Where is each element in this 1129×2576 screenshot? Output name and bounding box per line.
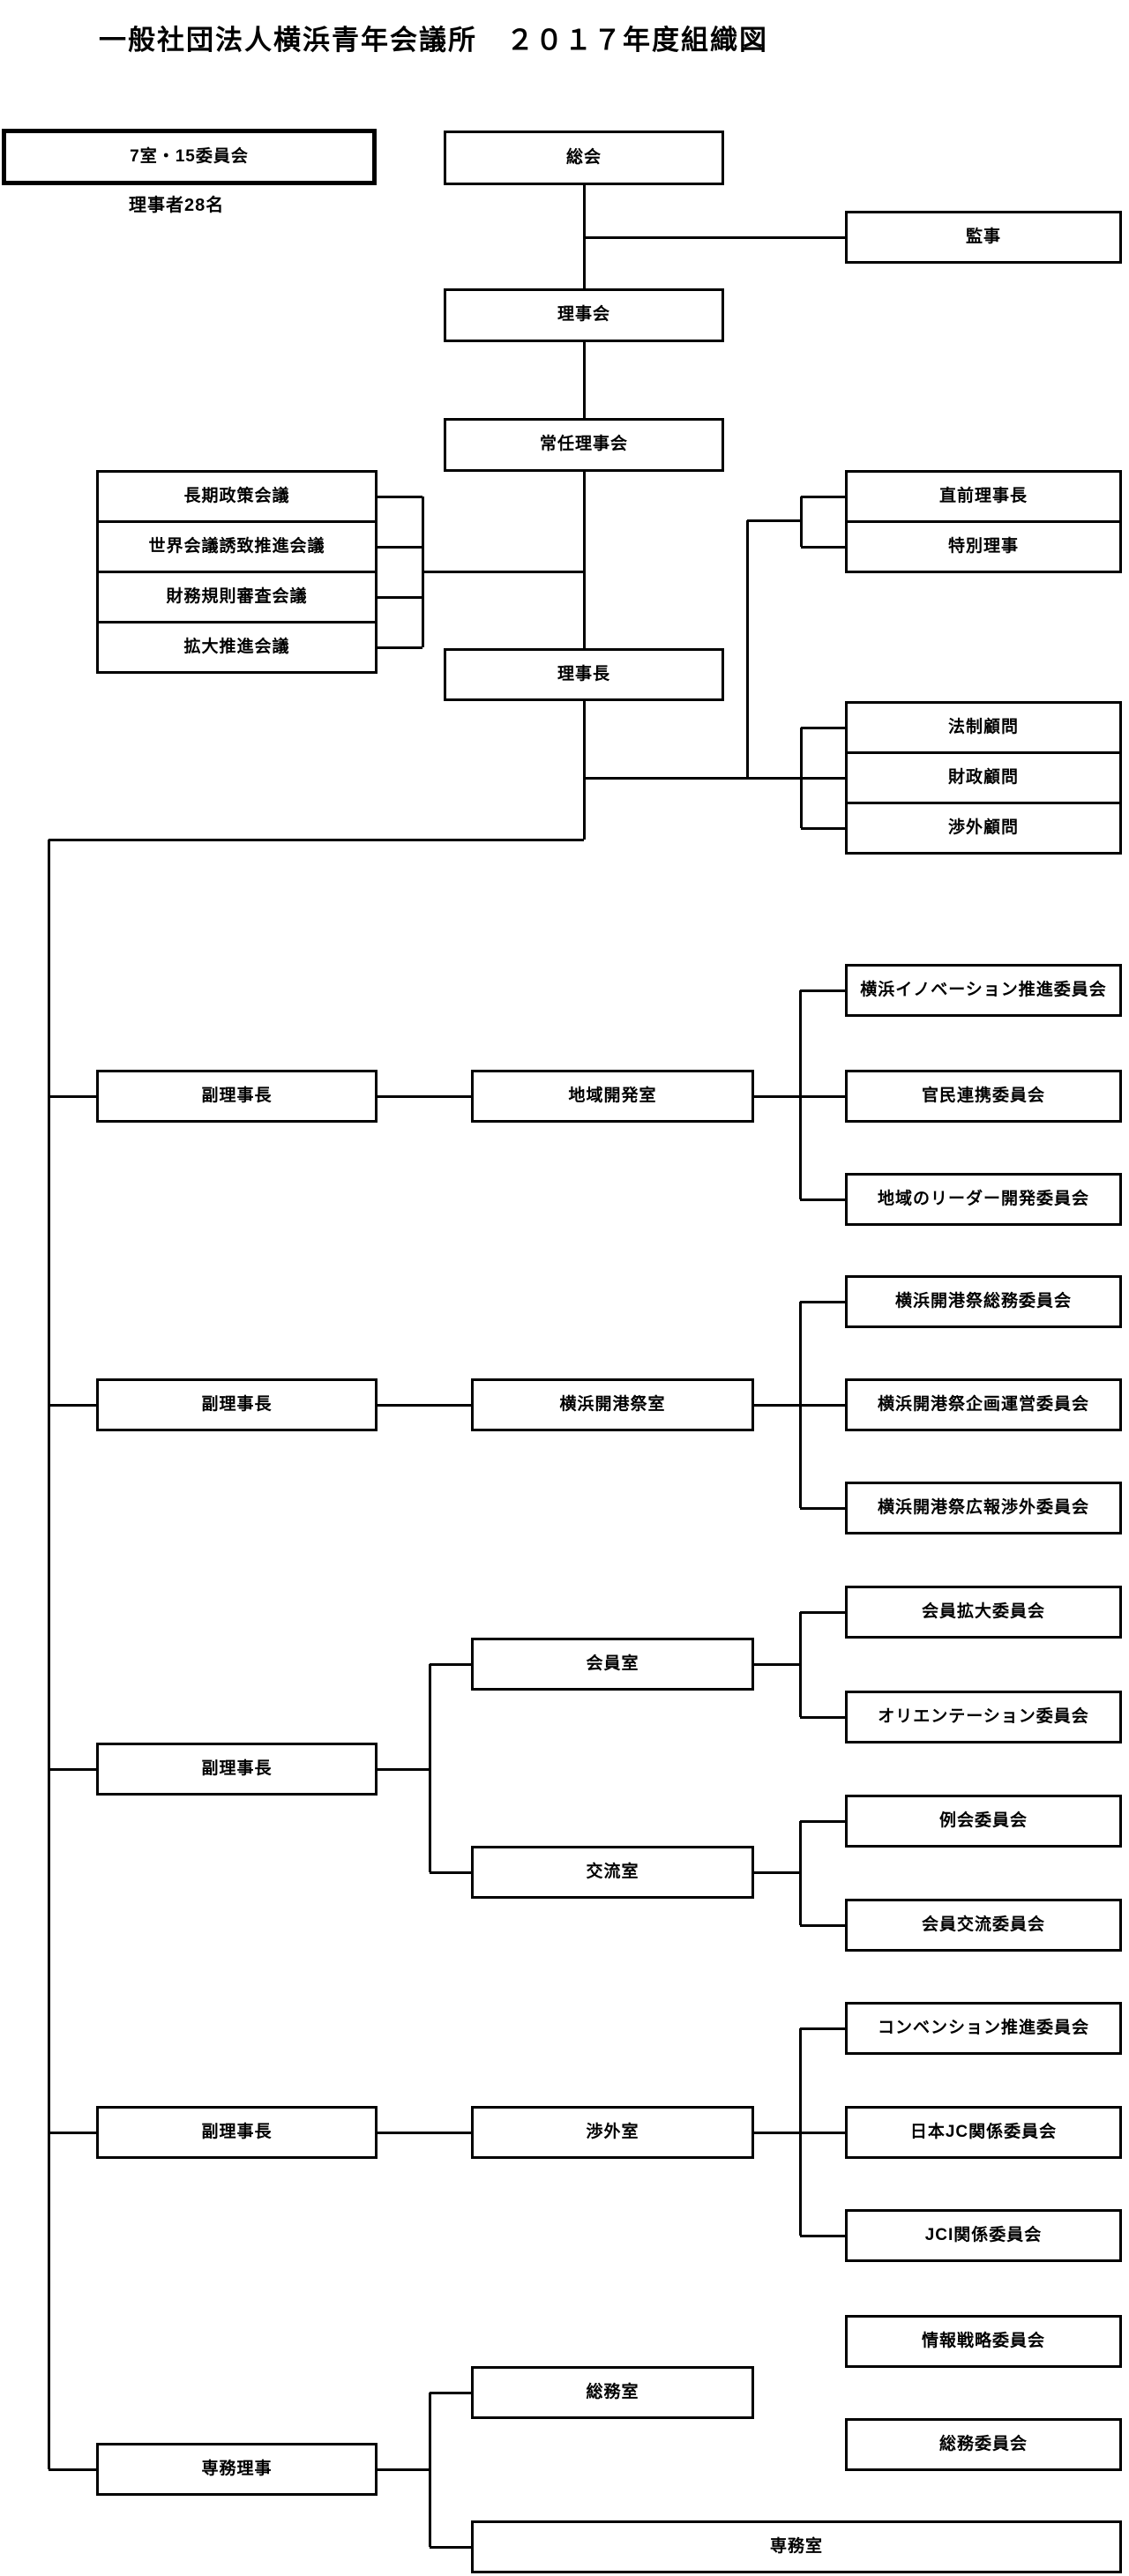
- org-box-japan-jc-cmte: 日本JC関係委員会: [845, 2106, 1122, 2159]
- connector-line: [430, 2546, 471, 2549]
- connector-line: [800, 497, 803, 547]
- connector-line: [378, 1768, 430, 1771]
- connector-line: [799, 1612, 802, 1717]
- connector-line: [800, 989, 845, 992]
- connector-line: [49, 1404, 96, 1407]
- connector-line: [801, 496, 845, 498]
- connector-line: [430, 1871, 471, 1874]
- connector-line: [378, 2468, 430, 2471]
- connector-line: [800, 1301, 845, 1303]
- connector-line: [422, 571, 584, 573]
- connector-line: [754, 1663, 800, 1666]
- connector-line: [49, 1095, 96, 1098]
- org-box-yokohama-innovation-cmte: 横浜イノベーション推進委員会: [845, 964, 1122, 1017]
- connector-line: [49, 1768, 96, 1771]
- connector-line: [800, 2027, 845, 2030]
- connector-line: [378, 596, 422, 599]
- org-box-executive-office: 専務室: [471, 2520, 1122, 2573]
- org-box-port-festival-general-cmte: 横浜開港祭総務委員会: [845, 1275, 1122, 1328]
- connector-line: [584, 777, 845, 780]
- connector-line: [800, 1611, 845, 1614]
- org-box-board-of-directors: 理事会: [444, 288, 724, 342]
- connector-line: [799, 2028, 802, 2236]
- org-box-legend-box: 7室・15委員会: [2, 129, 377, 185]
- org-box-vice-president-4: 副理事長: [96, 2106, 378, 2159]
- connector-line: [800, 1716, 845, 1719]
- org-box-world-conference-council: 世界会議誘致推進会議: [96, 520, 378, 573]
- org-box-immediate-past-president: 直前理事長: [845, 470, 1122, 523]
- connector-line: [584, 236, 845, 239]
- org-box-vice-president-2: 副理事長: [96, 1378, 378, 1431]
- connector-line: [754, 1871, 800, 1874]
- org-box-member-exchange-cmte: 会員交流委員会: [845, 1899, 1122, 1952]
- connector-line: [799, 990, 802, 1199]
- connector-line: [378, 546, 422, 549]
- org-box-exchange-office: 交流室: [471, 1846, 754, 1899]
- org-box-port-festival-office: 横浜開港祭室: [471, 1378, 754, 1431]
- legend-caption: 理事者28名: [129, 196, 225, 215]
- connector-line: [746, 520, 749, 778]
- connector-line: [378, 1404, 471, 1407]
- connector-line: [801, 727, 845, 729]
- connector-line: [800, 2235, 845, 2237]
- connector-line: [49, 839, 584, 841]
- connector-line: [800, 728, 803, 828]
- connector-line: [747, 519, 801, 522]
- connector-line: [49, 2468, 96, 2471]
- org-box-external-advisor: 渉外顧問: [845, 802, 1122, 855]
- org-box-port-festival-planning-cmte: 横浜開港祭企画運営委員会: [845, 1378, 1122, 1431]
- page-title: 一般社団法人横浜青年会議所 ２０１７年度組織図: [99, 25, 768, 56]
- connector-line: [583, 472, 586, 648]
- org-box-convention-cmte: コンベンション推進委員会: [845, 2002, 1122, 2055]
- connector-line: [800, 1924, 845, 1927]
- connector-line: [378, 496, 422, 498]
- org-box-member-expansion-cmte: 会員拡大委員会: [845, 1586, 1122, 1639]
- connector-line: [48, 840, 50, 2469]
- connector-line: [800, 1198, 845, 1201]
- org-box-special-director: 特別理事: [845, 520, 1122, 573]
- org-box-regular-meeting-cmte: 例会委員会: [845, 1795, 1122, 1848]
- org-box-membership-office: 会員室: [471, 1638, 754, 1691]
- org-box-jci-cmte: JCI関係委員会: [845, 2209, 1122, 2262]
- org-box-general-meeting: 総会: [444, 131, 724, 185]
- org-box-finance-advisor: 財政顧問: [845, 751, 1122, 804]
- connector-line: [583, 342, 586, 418]
- org-box-vice-president-1: 副理事長: [96, 1070, 378, 1123]
- org-box-legal-advisor: 法制顧問: [845, 701, 1122, 754]
- org-box-info-strategy-cmte: 情報戦略委員会: [845, 2315, 1122, 2368]
- org-box-port-festival-pr-cmte: 横浜開港祭広報渉外委員会: [845, 1482, 1122, 1534]
- org-box-long-term-policy-council: 長期政策会議: [96, 470, 378, 523]
- org-box-regional-leader-cmte: 地域のリーダー開発委員会: [845, 1173, 1122, 1226]
- connector-line: [429, 2393, 431, 2547]
- connector-line: [378, 2132, 471, 2134]
- connector-line: [429, 1664, 431, 1872]
- connector-line: [378, 1095, 471, 1098]
- org-box-finance-rules-council: 財務規則審査会議: [96, 571, 378, 623]
- org-box-vice-president-3: 副理事長: [96, 1743, 378, 1796]
- connector-line: [799, 1302, 802, 1508]
- connector-line: [583, 701, 586, 840]
- connector-line: [378, 646, 422, 649]
- org-box-public-private-cmte: 官民連携委員会: [845, 1070, 1122, 1123]
- org-box-expansion-council: 拡大推進会議: [96, 621, 378, 674]
- org-box-regional-dev-office: 地域開発室: [471, 1070, 754, 1123]
- org-box-general-affairs-cmte: 総務委員会: [845, 2418, 1122, 2471]
- connector-line: [430, 1663, 471, 1666]
- connector-line: [801, 827, 845, 830]
- connector-line: [49, 2132, 96, 2134]
- org-box-auditor: 監事: [845, 211, 1122, 264]
- connector-line: [800, 1507, 845, 1510]
- org-box-president: 理事長: [444, 648, 724, 701]
- connector-line: [799, 1821, 802, 1925]
- connector-line: [801, 546, 845, 549]
- org-box-executive-director: 専務理事: [96, 2443, 378, 2496]
- org-box-general-affairs-office: 総務室: [471, 2366, 754, 2419]
- org-box-orientation-cmte: オリエンテーション委員会: [845, 1691, 1122, 1743]
- org-box-standing-board: 常任理事会: [444, 418, 724, 472]
- connector-line: [430, 2392, 471, 2394]
- connector-line: [800, 1820, 845, 1823]
- org-box-external-affairs-office: 渉外室: [471, 2106, 754, 2159]
